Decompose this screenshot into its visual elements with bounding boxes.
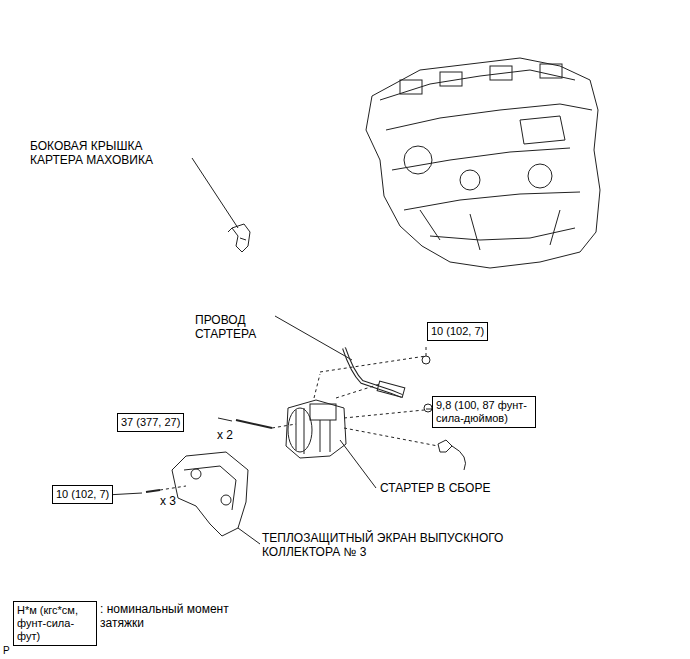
heat-shield bbox=[191, 469, 201, 479]
engine-detail bbox=[400, 80, 422, 94]
assembly-line bbox=[314, 374, 320, 398]
torque-value: 9,8 (100, 87 фунт-сила-дюймов) bbox=[436, 399, 532, 425]
assembly-line bbox=[344, 428, 438, 446]
assembly-line bbox=[272, 424, 296, 428]
quantity: x 3 bbox=[160, 494, 176, 508]
side-cover bbox=[228, 228, 246, 240]
part-name: ТЕПЛОЗАЩИТНЫЙ ЭКРАН ВЫПУСКНОГО КОЛЛЕКТОР… bbox=[262, 531, 542, 559]
part-name: ПРОВОД СТАРТЕРА bbox=[195, 313, 275, 341]
bolt bbox=[146, 490, 160, 492]
leader-line bbox=[238, 528, 260, 544]
engine-detail bbox=[392, 148, 570, 170]
starter bbox=[286, 400, 346, 458]
torque-box: 10 (102, 7) bbox=[427, 322, 488, 341]
page-mark: P bbox=[3, 644, 10, 658]
torque-box: 37 (377, 27) bbox=[117, 413, 184, 432]
assembly-line bbox=[160, 486, 186, 490]
torque-value: 37 (377, 27) bbox=[121, 416, 180, 429]
leader-line bbox=[192, 158, 238, 228]
leader-line bbox=[340, 440, 376, 488]
engine-detail bbox=[420, 210, 560, 250]
engine-detail bbox=[460, 170, 480, 190]
engine-detail bbox=[528, 164, 552, 188]
engine-outline bbox=[366, 58, 600, 268]
starter-wire bbox=[344, 348, 402, 396]
heat-shield bbox=[172, 452, 248, 536]
part-name: СТАРТЕР В СБОРЕ bbox=[380, 481, 490, 495]
leader-line bbox=[275, 316, 352, 360]
starter bbox=[310, 404, 336, 420]
legend-box: Н*м (кгс*см, фунт-сила-фут) bbox=[13, 601, 97, 646]
nut bbox=[422, 356, 430, 364]
assembly-line bbox=[336, 384, 380, 398]
wire-terminal bbox=[377, 381, 405, 397]
starter bbox=[296, 408, 330, 454]
bolt bbox=[236, 420, 272, 428]
torque-value: 10 (102, 7) bbox=[431, 325, 484, 338]
torque-box: 9,8 (100, 87 фунт-сила-дюймов) bbox=[432, 396, 536, 428]
assembly-line bbox=[344, 410, 424, 418]
nut bbox=[424, 404, 432, 412]
torque-value: 10 (102, 7) bbox=[56, 488, 109, 501]
quantity: x 2 bbox=[217, 428, 233, 442]
engine-detail bbox=[404, 192, 580, 210]
torque-value: Н*м (кгс*см, фунт-сила-фут) bbox=[17, 604, 93, 643]
engine-detail bbox=[520, 116, 565, 144]
starter bbox=[288, 408, 312, 452]
connector-wire bbox=[452, 446, 466, 470]
leader-line bbox=[218, 418, 232, 421]
engine-detail bbox=[490, 66, 512, 80]
assembly-line bbox=[426, 344, 427, 356]
part-name: БОКОВАЯ КРЫШКА КАРТЕРА МАХОВИКА bbox=[30, 139, 180, 167]
engine-detail bbox=[404, 146, 432, 174]
heat-shield bbox=[184, 466, 236, 510]
engine-detail bbox=[540, 64, 562, 78]
heat-shield bbox=[221, 495, 231, 505]
connector bbox=[438, 440, 452, 452]
engine-detail bbox=[440, 72, 462, 86]
legend-text: : номинальный момент затяжки bbox=[100, 602, 230, 630]
assembly-line bbox=[320, 356, 426, 372]
engine-detail bbox=[380, 70, 575, 100]
torque-box: 10 (102, 7) bbox=[52, 485, 113, 504]
starter-wire bbox=[344, 348, 402, 396]
engine-detail bbox=[386, 104, 592, 130]
